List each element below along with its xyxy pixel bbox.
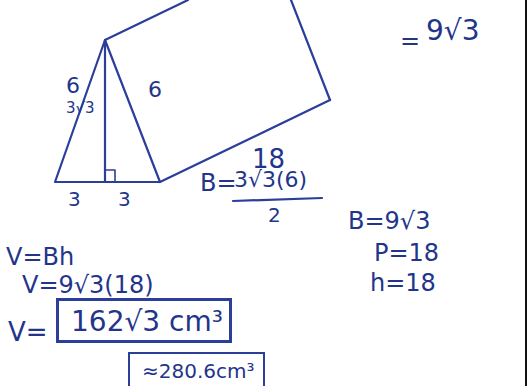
math-label: 3√3 [66, 100, 95, 117]
fraction-bar [233, 198, 322, 201]
answer-text: ≈280.6cm³ [142, 359, 255, 383]
page-frame [525, 0, 527, 386]
math-label: 3 [68, 188, 81, 210]
math-label: 9√3 [426, 16, 479, 47]
approx-box: ≈280.6cm³ [128, 352, 265, 386]
answer-text: 162√3 cm³ [71, 305, 223, 338]
math-label: V= [8, 318, 48, 347]
prism-top-edge [105, 0, 188, 40]
math-label: P=18 [374, 240, 439, 266]
math-label: h=18 [370, 270, 436, 296]
math-label: B= [200, 170, 237, 196]
math-label: 3√3(6) [234, 168, 307, 192]
triangle-face [55, 40, 160, 182]
math-label: 3 [118, 188, 131, 210]
math-label: 6 [66, 74, 80, 98]
right-angle-mark [105, 170, 115, 182]
math-label: B=9√3 [348, 208, 430, 234]
math-label: V=9√3(18) [22, 272, 154, 298]
math-label: = [400, 28, 420, 54]
math-label: 2 [268, 204, 281, 226]
prism-back-edge [291, 0, 330, 100]
answer-box: 162√3 cm³ [56, 298, 232, 343]
math-label: 6 [148, 78, 162, 102]
math-label: V=Bh [6, 244, 74, 270]
height-line [104, 40, 106, 182]
